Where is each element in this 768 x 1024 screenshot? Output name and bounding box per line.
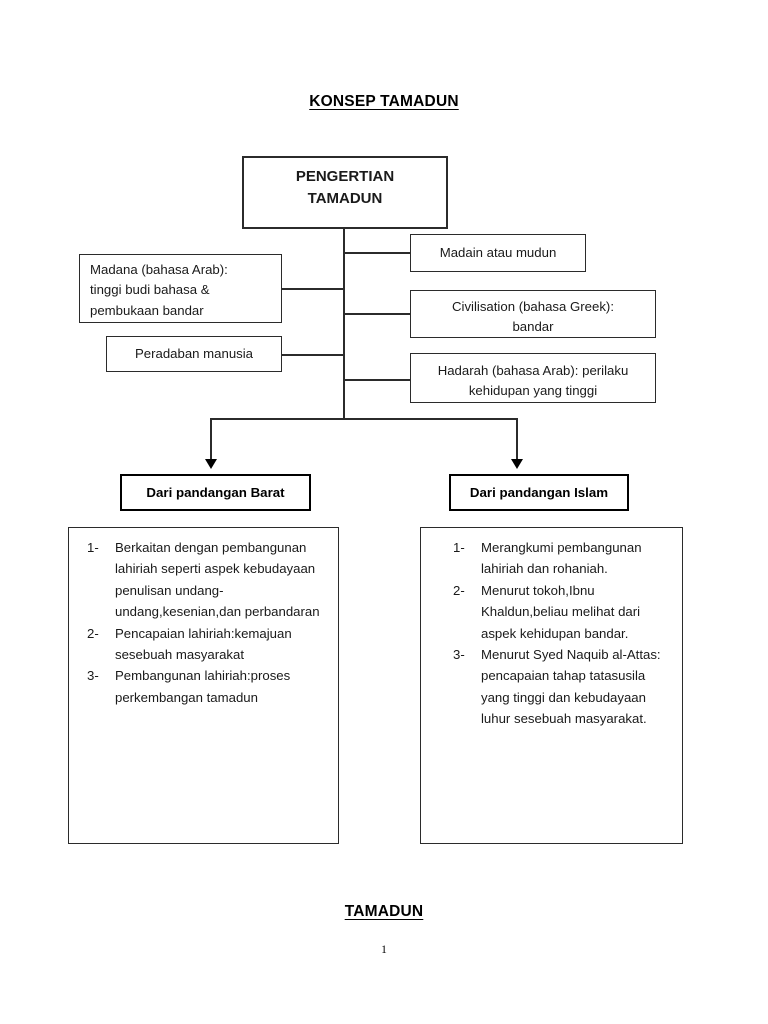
list-text: Menurut tokoh,Ibnu Khaldun,beliau meliha…: [481, 582, 641, 641]
node-civilisation-line2: bandar: [512, 318, 554, 334]
list-item: 2- Menurut tokoh,Ibnu Khaldun,beliau mel…: [429, 580, 674, 644]
connector-fork-bar: [210, 418, 517, 420]
content-box-islam: 1- Merangkumi pembangunan lahiriah dan r…: [420, 527, 683, 844]
list-item: 1- Berkaitan dengan pembangunan lahiriah…: [69, 537, 330, 623]
list-marker: 2-: [87, 625, 99, 641]
list-text: Pembangunan lahiriah:proses perkembangan…: [115, 668, 291, 705]
connector-fork-left-drop: [210, 418, 212, 460]
node-root-line1: PENGERTIAN: [295, 168, 395, 185]
page-number: 1: [381, 944, 387, 956]
connector-spine-vertical: [343, 229, 345, 419]
list-text: Berkaitan dengan pembangunan lahiriah se…: [115, 540, 320, 620]
connector-to-peradaban: [282, 354, 344, 356]
heading-barat-label: Dari pandangan Barat: [146, 485, 285, 500]
list-marker: 1-: [87, 540, 99, 555]
node-madain-line1: Madain atau mudun: [439, 245, 557, 260]
node-root-line2: TAMADUN: [307, 189, 383, 207]
heading-dari-pandangan-barat: Dari pandangan Barat: [120, 474, 311, 511]
list-item: 2- Pencapaian lahiriah:kemajuan sesebuah…: [69, 623, 330, 666]
page-title: KONSEP TAMADUN: [309, 93, 459, 110]
node-madana-line2: tinggi budi bahasa &: [90, 282, 210, 298]
heading-dari-pandangan-islam: Dari pandangan Islam: [449, 474, 629, 511]
arrow-head-right: [511, 459, 523, 469]
list-text: Pencapaian lahiriah:kemajuan sesebuah ma…: [115, 625, 292, 662]
list-item: 3- Pembangunan lahiriah:proses perkemban…: [69, 665, 330, 708]
node-civilisation: Civilisation (bahasa Greek): bandar: [410, 290, 656, 338]
footer-title: TAMADUN: [344, 903, 424, 920]
connector-to-hadarah: [343, 379, 411, 381]
node-madana-line1: Madana (bahasa Arab):: [90, 262, 228, 277]
node-hadarah: Hadarah (bahasa Arab): perilaku kehidupa…: [410, 353, 656, 403]
node-madana: Madana (bahasa Arab): tinggi budi bahasa…: [79, 254, 282, 323]
list-marker: 3-: [453, 646, 465, 662]
node-hadarah-line1: Hadarah (bahasa Arab): perilaku: [437, 363, 629, 378]
list-item: 1- Merangkumi pembangunan lahiriah dan r…: [429, 537, 674, 580]
list-text: Merangkumi pembangunan lahiriah dan roha…: [481, 540, 642, 577]
list-islam: 1- Merangkumi pembangunan lahiriah dan r…: [421, 528, 682, 729]
connector-to-madana: [282, 288, 344, 290]
list-barat: 1- Berkaitan dengan pembangunan lahiriah…: [69, 528, 338, 708]
node-peradaban-manusia: Peradaban manusia: [106, 336, 282, 372]
list-marker: 2-: [453, 582, 465, 598]
node-madain-atau-mudun: Madain atau mudun: [410, 234, 586, 272]
list-marker: 3-: [87, 668, 99, 684]
node-civilisation-line1: Civilisation (bahasa Greek):: [452, 299, 614, 314]
connector-to-madain: [343, 252, 411, 254]
content-box-barat: 1- Berkaitan dengan pembangunan lahiriah…: [68, 527, 339, 844]
node-peradaban-line1: Peradaban manusia: [134, 346, 254, 361]
list-text: Menurut Syed Naquib al-Attas: pencapaian…: [481, 646, 661, 726]
heading-islam-label: Dari pandangan Islam: [469, 485, 609, 500]
node-madana-line3: pembukaan bandar: [90, 302, 204, 318]
connector-fork-right-drop: [516, 418, 518, 460]
arrow-head-left: [205, 459, 217, 469]
node-pengertian-tamadun: PENGERTIAN TAMADUN: [242, 156, 448, 229]
node-hadarah-line2: kehidupan yang tinggi: [468, 382, 598, 398]
list-marker: 1-: [453, 540, 465, 555]
list-item: 3- Menurut Syed Naquib al-Attas: pencapa…: [429, 644, 674, 730]
connector-to-civilisation: [343, 313, 411, 315]
